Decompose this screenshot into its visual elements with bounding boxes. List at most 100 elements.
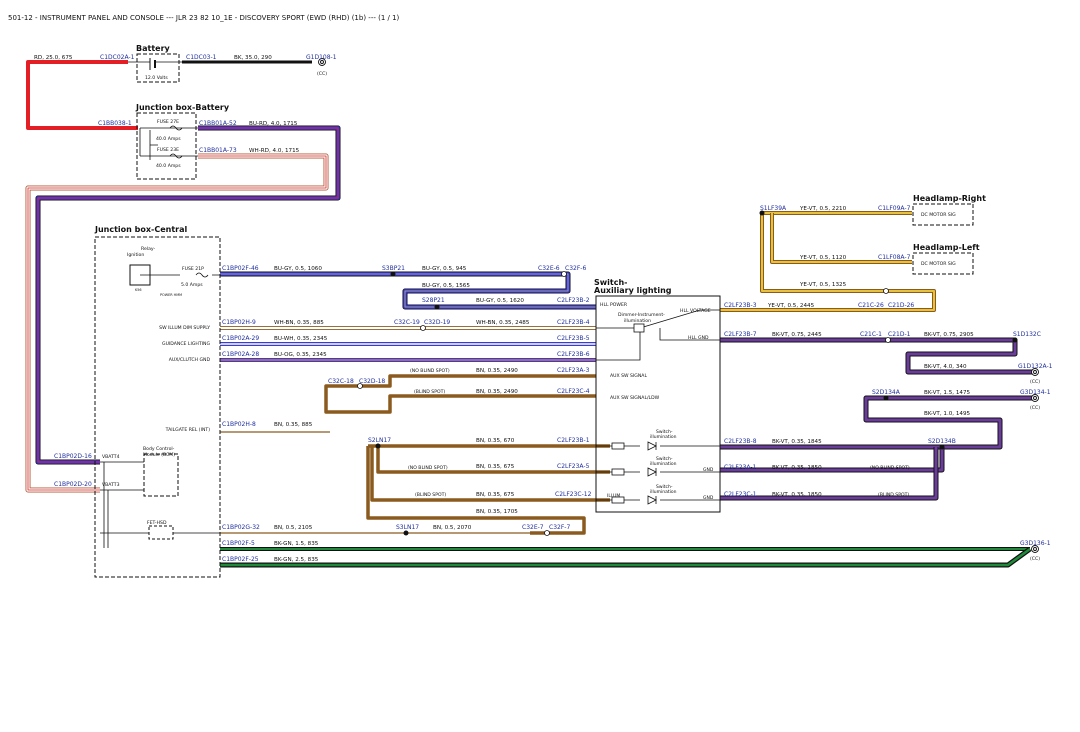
fuse-27e-rating: 40.0 Amps [156, 136, 181, 142]
connector-label: C1BP02H-8 [222, 421, 256, 428]
switch-aux-lighting-box [595, 295, 721, 513]
sw-illum-label-1: Switch-illumination [650, 429, 677, 440]
connector-label: S2LN17 [368, 437, 391, 444]
ground-cc-3: (CC) [1030, 405, 1040, 411]
wire-label: YE-VT, 0.5, 1120 [799, 255, 847, 261]
hll-power-label: HLL POWER [600, 302, 628, 308]
connector-label: C32D-19 [424, 319, 450, 326]
tailgate-rel-label: TAILGATE REL (INT) [165, 427, 211, 433]
guidance-lighting-label: GUIDANCE LIGHTING [162, 341, 210, 347]
wire-label: BK-VT, 0.35, 1845 [772, 439, 822, 445]
connector-label: C1LF09A-7 [878, 205, 911, 212]
wire-label: BK-GN, 2.5, 835 [274, 557, 319, 563]
wire-label: YE-VT, 0.5, 1325 [799, 282, 847, 288]
battery-box [136, 53, 180, 83]
illum-label: ILLUM [607, 493, 620, 499]
wire-label: BN, 0.35, 675 [476, 464, 515, 470]
connector-label: S3LN17 [396, 524, 419, 531]
ground-cc-2: (CC) [1030, 379, 1040, 385]
wire-label: WH-BN, 0.35, 885 [274, 320, 324, 326]
wire-label: BN, 0.5, 2105 [274, 525, 313, 531]
sw-illum-label-2: Switch-illumination [650, 456, 677, 467]
connector-label: C2LF23A-3 [557, 367, 590, 374]
connector-label: C1BP02F-46 [222, 265, 259, 272]
connector-label: C1DC03-1 [186, 54, 217, 61]
ground-icon [318, 58, 1039, 553]
connector-label: C32E-6 [538, 265, 560, 272]
resistor-icon [611, 442, 625, 504]
connector-label: C2LF23A-1 [724, 464, 757, 471]
wire-label: BK-VT, 0.35, 1850 [772, 465, 822, 471]
connector-label: C1BP02F-5 [222, 540, 255, 547]
fuse-23e-label: FUSE 23E [157, 147, 179, 153]
connector-label: C32C-19 [394, 319, 420, 326]
battery-rating: 12.0 Volts [145, 75, 168, 81]
wire-label: BK-VT, 0.75, 2445 [772, 332, 822, 338]
battery-title: Battery [136, 44, 171, 53]
hll-gnd-label: HLL GND [688, 335, 709, 341]
fet-hsd-title: FET-HSD [147, 520, 167, 526]
wire-label: BN, 0.35, 675 [476, 492, 515, 498]
power-hmm-label: POWER HMM [160, 293, 182, 297]
diagram-header: 501-12 - INSTRUMENT PANEL AND CONSOLE --… [8, 14, 400, 22]
wire-label: BN, 0.35, 1705 [476, 509, 518, 515]
connector-label: C2LF23B-2 [557, 297, 590, 304]
fuse-23e-rating: 40.0 Amps [156, 163, 181, 169]
wire-rd-battery [26, 60, 138, 130]
wire-label: BK-VT, 0.75, 2905 [924, 332, 974, 338]
wire-label: WH-RD, 4.0, 1715 [249, 148, 300, 154]
wire-label: WH-BN, 0.35, 2485 [476, 320, 530, 326]
wire-label: BU-GY, 0.5, 945 [422, 266, 467, 272]
connector-label: G3D136-1 [1020, 540, 1051, 547]
fet-hsd-box [148, 525, 174, 540]
diode-icon [647, 441, 657, 505]
wire-bu-rd [35, 125, 341, 465]
headlamp-right-title: Headlamp-Right [913, 194, 986, 203]
wire-bk-vt [720, 337, 1032, 375]
junction-central-title: Junction box-Central [94, 225, 188, 234]
variant-blind-3: (BLIND SPOT) [878, 492, 909, 498]
wire-label: BK, 35.0, 290 [234, 55, 272, 61]
dimmer-icon [633, 323, 645, 333]
vbatt4-label: VBATT4 [102, 454, 120, 460]
headlamp-left-sig: DC MOTOR SIG [921, 261, 956, 267]
wire-label: BU-GY, 0.5, 1620 [476, 298, 524, 304]
connector-label: C1BB01A-52 [199, 120, 237, 127]
connector-label: S3BP21 [382, 265, 405, 272]
inline-connector [357, 271, 891, 536]
connector-label: C32E-7 [522, 524, 544, 531]
connector-labels: C1DC02A-1 C1DC03-1 G1D108-1 C1BB038-1 C1… [54, 54, 1053, 563]
variant-blind-2: (BLIND SPOT) [415, 492, 446, 498]
connector-label: S2D134A [872, 389, 901, 396]
ground-cc-1: (CC) [317, 71, 327, 77]
variant-no-blind-3: (NO BLIND SPOT) [870, 465, 910, 471]
variant-no-blind-2: (NO BLIND SPOT) [408, 465, 448, 471]
wire-label: BN, 0.5, 2070 [433, 525, 472, 531]
connector-label: S28P21 [422, 297, 445, 304]
wire-label: BK-VT, 1.0, 1495 [924, 411, 971, 417]
connector-label: C2LF23B-4 [557, 319, 590, 326]
wire-bn-aux [324, 374, 596, 414]
connector-label: C21C-26 [858, 302, 884, 309]
wire-label: BN, 0.35, 2490 [476, 389, 518, 395]
connector-label: C21C-1 [860, 331, 882, 338]
wire-label: BK-VT, 0.35, 1850 [772, 492, 822, 498]
connector-label: C2LF23C-4 [557, 388, 590, 395]
connector-label: C1LF08A-7 [878, 254, 911, 261]
connector-label: C2LF23B-1 [557, 437, 590, 444]
connector-label: C1BP02A-28 [222, 351, 259, 358]
wire-label: BN, 0.35, 670 [476, 438, 515, 444]
connector-label: C32F-7 [549, 524, 570, 531]
dimmer-label: Dimmer-Instrument-illumination [618, 312, 665, 324]
wire-label: BU-GY, 0.5, 1060 [274, 266, 322, 272]
wire-label: BU-GY, 0.5, 1565 [422, 283, 470, 289]
fuse-icon [169, 125, 209, 278]
variant-blind-1: (BLIND SPOT) [414, 389, 445, 395]
fuse-27e-label: FUSE 27E [157, 119, 179, 125]
junction-battery-title: Junction box-Battery [135, 103, 230, 112]
bcm-title: Body Control-Module (BCM) [143, 446, 175, 458]
wire-label: BN, 0.35, 2490 [476, 368, 518, 374]
connector-label: C21D-1 [888, 331, 911, 338]
connector-label: C1BP02D-16 [54, 453, 92, 460]
switch-title: Switch-Auxiliary lighting [594, 278, 672, 295]
